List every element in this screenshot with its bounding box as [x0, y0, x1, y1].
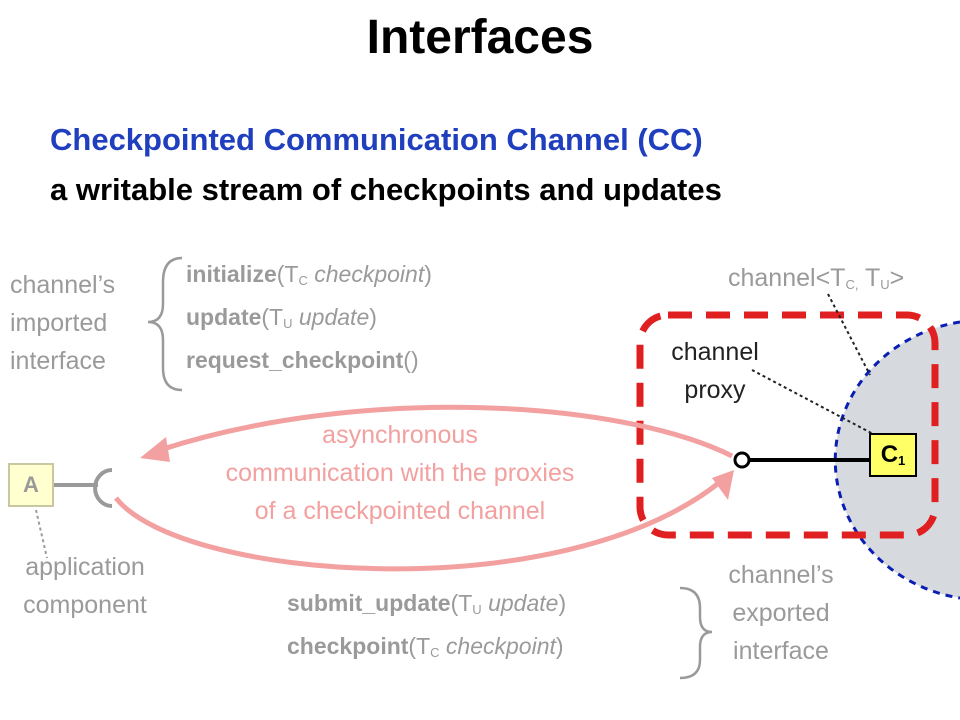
channel-proxy-label: channel proxy	[671, 338, 759, 404]
exported-interface-label: channel’s exported interface	[728, 561, 834, 665]
application-component-a: A	[8, 463, 54, 507]
method-request-checkpoint: request_checkpoint()	[186, 347, 419, 373]
async-arrow-bottom	[114, 480, 722, 572]
page-title: Interfaces	[366, 11, 594, 64]
type-leader-line	[827, 293, 871, 376]
subtitle-line-2: a writable stream of checkpoints and upd…	[50, 172, 722, 207]
imported-interface-label: channel’s imported interface	[10, 271, 116, 375]
async-arrow-top	[159, 404, 734, 459]
method-submit-update: submit_update(TU update)	[287, 590, 567, 617]
imported-brace	[147, 256, 183, 392]
exported-brace	[679, 586, 713, 680]
proxy-leader-line	[751, 369, 876, 436]
channel-region-border	[833, 320, 960, 600]
proxy-port	[733, 451, 751, 469]
subtitle-line-1: Checkpointed Communication Channel (CC)	[50, 122, 703, 157]
async-communication-label: asynchronous communication with the prox…	[225, 421, 575, 525]
app-leader-line	[35, 509, 48, 559]
application-component-label: application component	[23, 553, 147, 619]
async-arrowhead-left	[140, 437, 170, 462]
socket-connector	[93, 468, 113, 508]
channel-type-label: channel<TC, TU>	[728, 264, 905, 292]
exported-methods: submit_update(TU update) checkpoint(TC c…	[287, 585, 566, 671]
imported-methods: initialize(TC checkpoint) update(TU upda…	[186, 256, 432, 385]
method-initialize: initialize(TC checkpoint)	[186, 261, 432, 288]
method-checkpoint: checkpoint(TC checkpoint)	[287, 633, 564, 660]
method-update: update(TU update)	[186, 304, 377, 331]
async-arrowhead-right	[712, 470, 734, 500]
channel-component-c1: C1	[869, 433, 917, 477]
